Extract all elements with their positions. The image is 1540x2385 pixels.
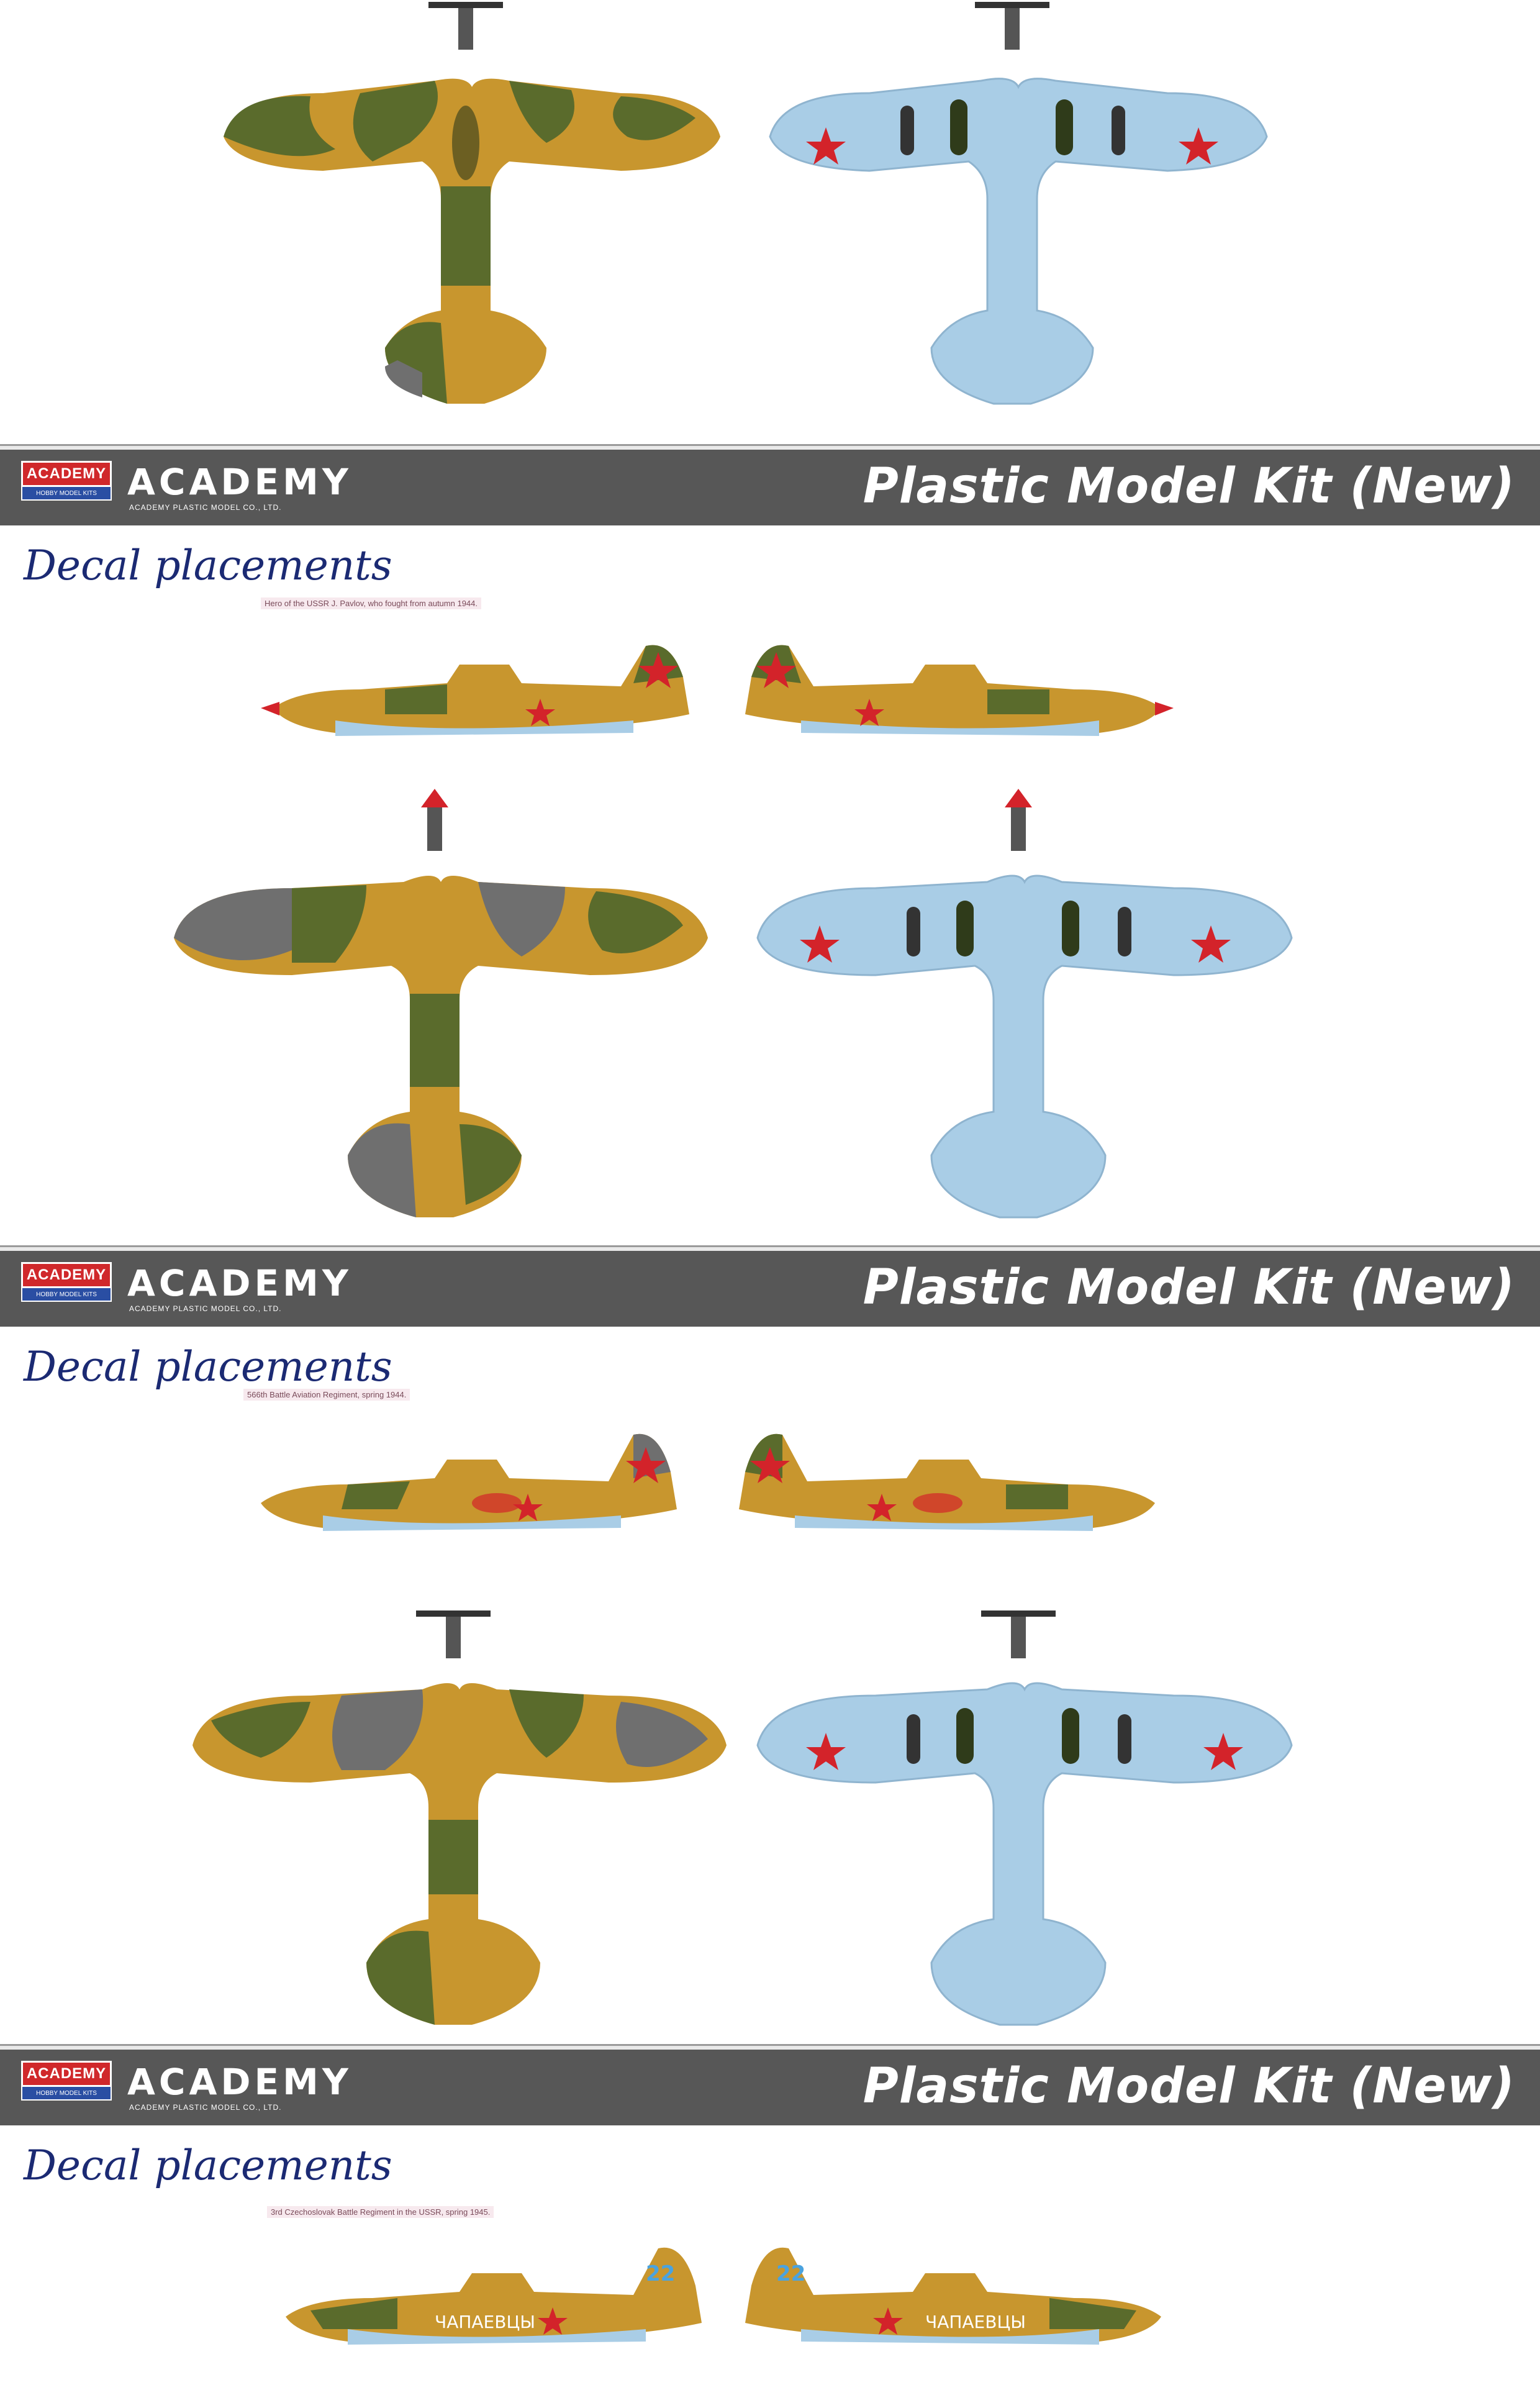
star-roundel-left	[806, 127, 846, 165]
decal-placements-heading: Decal placements	[24, 2142, 392, 2189]
kit-title: Plastic Model Kit (New)	[863, 2058, 1515, 2114]
scheme-caption: 566th Battle Aviation Regiment, spring 1…	[243, 1389, 410, 1401]
top-view-camo-aircraft	[224, 2, 720, 404]
kit-title: Plastic Model Kit (New)	[863, 458, 1515, 514]
logo-bottom-text: HOBBY MODEL KITS	[21, 487, 112, 501]
brand-subtitle: ACADEMY PLASTIC MODEL CO., LTD.	[129, 2103, 282, 2112]
scheme-caption: Hero of the USSR J. Pavlov, who fought f…	[261, 597, 481, 609]
side-view-left-aircraft: ЧАПАЕВЦЫ 22	[286, 2247, 702, 2345]
academy-logo: ACADEMY HOBBY MODEL KITS	[21, 2061, 112, 2101]
top-view-camo-aircraft	[192, 1610, 727, 2025]
tail-number: 22	[646, 2261, 675, 2286]
brand-name: ACADEMY	[127, 1262, 352, 1304]
academy-banner-2: ACADEMY HOBBY MODEL KITS ACADEMY ACADEMY…	[0, 1247, 1540, 1327]
side-view-left-aircraft	[261, 645, 689, 736]
logo-bottom-text: HOBBY MODEL KITS	[21, 1288, 112, 1302]
bottom-view-blue-aircraft	[769, 2, 1268, 405]
fuselage-slogan: ЧАПАЕВЦЫ	[925, 2312, 1026, 2332]
scheme-caption: 3rd Czechoslovak Battle Regiment in the …	[267, 2206, 494, 2218]
brand-subtitle: ACADEMY PLASTIC MODEL CO., LTD.	[129, 1304, 282, 1313]
academy-logo: ACADEMY HOBBY MODEL KITS	[21, 461, 112, 501]
logo-bottom-text: HOBBY MODEL KITS	[21, 2087, 112, 2101]
academy-logo: ACADEMY HOBBY MODEL KITS	[21, 1262, 112, 1302]
side-view-right-aircraft	[739, 1433, 1155, 1531]
fuselage-slogan: ЧАПАЕВЦЫ	[435, 2312, 535, 2332]
kit-title: Plastic Model Kit (New)	[863, 1260, 1515, 1315]
brand-subtitle: ACADEMY PLASTIC MODEL CO., LTD.	[129, 503, 282, 512]
logo-top-text: ACADEMY	[21, 461, 112, 487]
bottom-view-blue-aircraft	[756, 1610, 1293, 2026]
decal-placements-heading: Decal placements	[24, 542, 392, 589]
bottom-view-blue-aircraft	[756, 789, 1293, 1219]
side-view-left-aircraft	[261, 1433, 677, 1531]
tail-number: 22	[776, 2261, 805, 2286]
logo-top-text: ACADEMY	[21, 2061, 112, 2087]
academy-banner-1: ACADEMY HOBBY MODEL KITS ACADEMY ACADEMY…	[0, 446, 1540, 525]
logo-top-text: ACADEMY	[21, 1262, 112, 1288]
academy-banner-3: ACADEMY HOBBY MODEL KITS ACADEMY ACADEMY…	[0, 2046, 1540, 2125]
side-view-right-aircraft: ЧАПАЕВЦЫ 22	[745, 2247, 1161, 2345]
decal-placements-heading: Decal placements	[24, 1343, 392, 1391]
star-roundel-right	[1179, 127, 1218, 165]
side-view-right-aircraft	[745, 645, 1174, 736]
brand-name: ACADEMY	[127, 2061, 352, 2103]
brand-name: ACADEMY	[127, 461, 352, 503]
top-view-camo-aircraft	[174, 789, 708, 1217]
